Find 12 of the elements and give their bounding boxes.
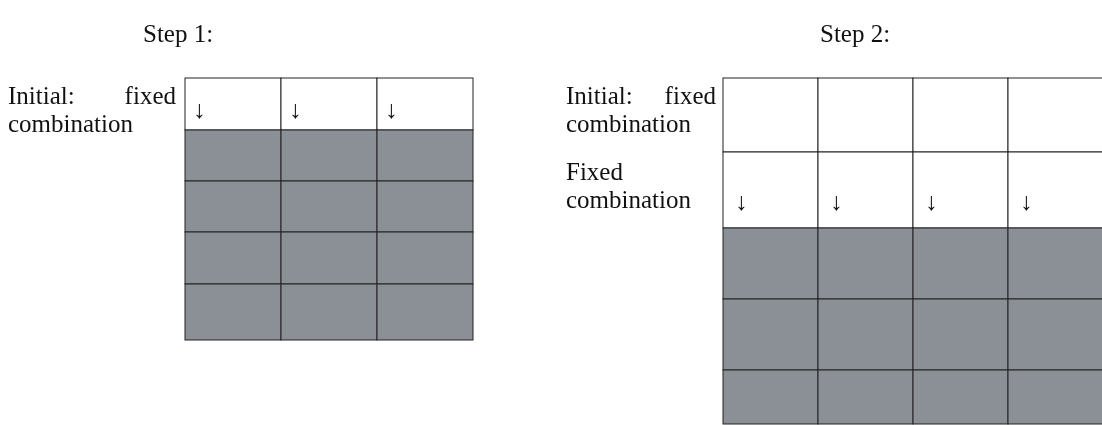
arrow-symbol: ↓	[735, 188, 748, 216]
arrow-symbol: ↓	[1020, 188, 1033, 216]
row-label: Initial: fixed combination	[8, 82, 176, 138]
arrow-symbol: ↓	[925, 188, 938, 216]
row-label: Fixed combination	[566, 158, 692, 214]
arrow-symbol: ↓	[830, 188, 843, 216]
arrow-symbol: ↓	[193, 96, 206, 124]
step-heading: Step 2:	[820, 20, 891, 48]
arrow-symbol: ↓	[289, 96, 302, 124]
row-label: Initial: fixed combination	[566, 82, 716, 138]
arrow-symbol: ↓	[385, 96, 398, 124]
step-heading: Step 1:	[143, 20, 214, 48]
